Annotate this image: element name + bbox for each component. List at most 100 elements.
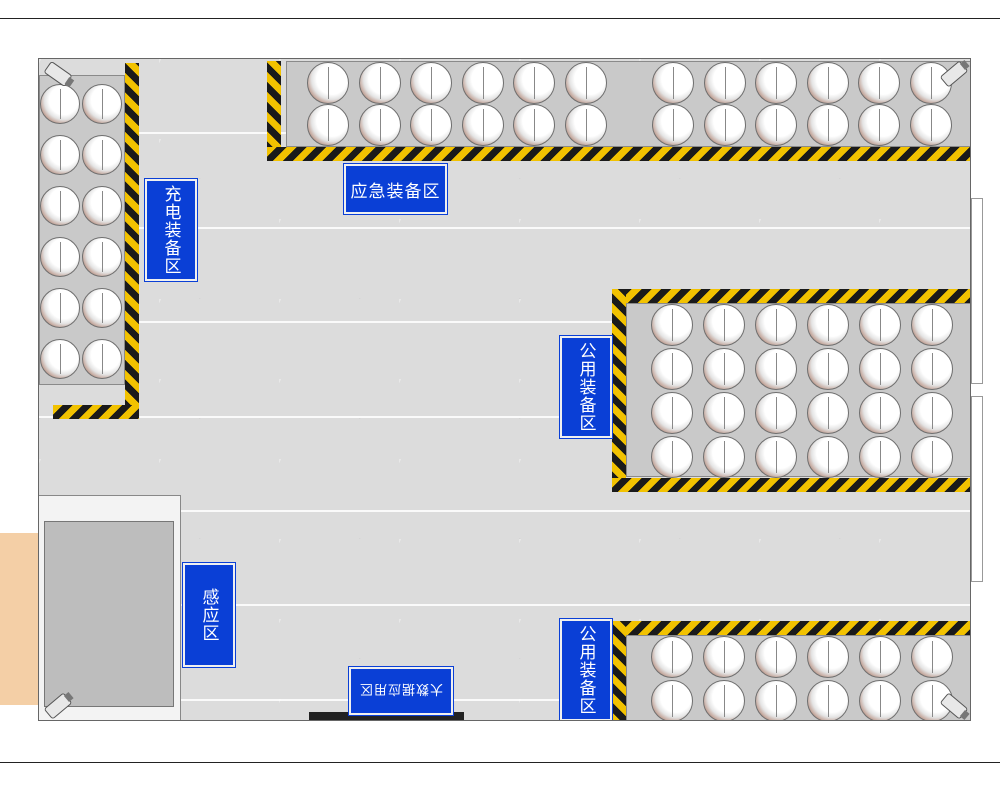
helmet-icon <box>513 62 555 104</box>
helmet-icon <box>807 348 849 390</box>
helmet-icon <box>911 436 953 478</box>
helmet-icon <box>859 680 901 720</box>
helmet-icon <box>807 680 849 720</box>
helmet-icon <box>461 104 504 146</box>
helmet-icon <box>82 237 122 277</box>
helmet-icon <box>859 348 901 390</box>
helmet-icon <box>755 636 797 678</box>
helmet-icon <box>703 680 745 720</box>
helmet-icon <box>859 304 901 346</box>
helmet-icon <box>755 392 797 434</box>
helmet-icon <box>40 237 80 277</box>
emergency-hazard-strip-horizontal <box>267 147 970 161</box>
helmet-icon <box>909 104 952 146</box>
helmet-icon <box>307 62 349 104</box>
helmet-icon <box>806 104 849 146</box>
helmet-icon <box>651 304 693 346</box>
public-1-hazard-strip-bottom <box>612 478 970 492</box>
helmet-icon <box>703 104 746 146</box>
floor-tile-line <box>39 510 970 512</box>
floor-tile-line <box>39 604 970 606</box>
right-wall-panel-upper <box>971 198 983 384</box>
public-2-hazard-strip-top <box>612 621 970 635</box>
charging-hazard-strip-vertical <box>125 63 139 419</box>
helmet-icon <box>40 339 80 379</box>
helmet-icon <box>82 84 122 124</box>
helmet-icon <box>410 104 452 146</box>
helmet-icon <box>703 392 745 434</box>
helmet-icon <box>806 62 849 104</box>
helmet-icon <box>410 62 452 104</box>
helmet-icon <box>858 62 900 104</box>
emergency-hazard-strip-vertical <box>267 61 281 161</box>
public-rack-1 <box>626 303 970 478</box>
helmet-icon <box>859 436 901 478</box>
bigdata-zone-sign: 大数据应用区 <box>348 666 454 716</box>
charging-zone-sign: 充电装备区 <box>144 178 198 282</box>
public-zone-sign-1: 公用装备区 <box>559 335 613 439</box>
helmet-icon <box>807 436 849 478</box>
public-zone-sign-2: 公用装备区 <box>559 618 613 720</box>
public-1-hazard-strip-top <box>612 289 970 303</box>
sensing-zone-sign: 感应区 <box>182 562 236 668</box>
helmet-icon <box>82 135 122 175</box>
helmet-icon <box>513 104 555 146</box>
helmet-icon <box>755 348 797 390</box>
top-border-line <box>0 18 1000 19</box>
helmet-icon <box>755 104 797 146</box>
floor-tile-line <box>39 416 970 418</box>
helmet-icon <box>651 680 693 720</box>
sensing-gate-panel <box>44 521 174 707</box>
helmet-icon <box>82 339 122 379</box>
equipment-room-floor: 充电装备区 应急装备区 公用装备区 公用装备区 感应区 大数据应用区 <box>38 58 971 721</box>
helmet-icon <box>651 436 693 478</box>
helmet-icon <box>858 104 900 146</box>
helmet-icon <box>703 636 745 678</box>
helmet-icon <box>40 84 80 124</box>
entrance-door <box>0 533 38 705</box>
helmet-icon <box>703 304 745 346</box>
helmet-icon <box>911 636 953 678</box>
helmet-icon <box>911 392 953 434</box>
floor-tile-line <box>39 321 970 323</box>
helmet-icon <box>358 104 401 146</box>
public-rack-2 <box>626 635 970 720</box>
helmet-icon <box>859 636 901 678</box>
helmet-icon <box>755 304 797 346</box>
helmet-icon <box>807 392 849 434</box>
helmet-icon <box>911 348 953 390</box>
helmet-icon <box>564 62 607 104</box>
helmet-icon <box>911 304 953 346</box>
helmet-icon <box>755 62 797 104</box>
charging-hazard-strip-horizontal <box>53 405 139 419</box>
bigdata-screen-bar <box>309 712 464 720</box>
helmet-icon <box>652 62 694 104</box>
helmet-icon <box>651 636 693 678</box>
floor-tile-line <box>39 699 970 701</box>
helmet-icon <box>755 680 797 720</box>
floor-tile-line <box>39 227 970 229</box>
helmet-icon <box>40 288 80 328</box>
public-2-hazard-strip-vertical <box>612 621 626 720</box>
helmet-icon <box>807 636 849 678</box>
helmet-icon <box>703 436 745 478</box>
helmet-icon <box>651 348 693 390</box>
helmet-icon <box>564 104 607 146</box>
helmet-icon <box>651 392 693 434</box>
helmet-icon <box>40 135 80 175</box>
helmet-icon <box>40 186 80 226</box>
helmet-icon <box>461 62 504 104</box>
right-wall-panel-lower <box>971 396 983 582</box>
helmet-icon <box>307 104 349 146</box>
helmet-icon <box>859 392 901 434</box>
helmet-icon <box>82 288 122 328</box>
helmet-icon <box>755 436 797 478</box>
helmet-icon <box>807 304 849 346</box>
helmet-icon <box>358 62 401 104</box>
charging-rack <box>39 75 125 385</box>
emergency-rack <box>286 61 970 147</box>
bottom-border-line <box>0 762 1000 763</box>
public-1-hazard-strip-vertical <box>612 289 626 491</box>
helmet-icon <box>652 104 694 146</box>
helmet-icon <box>82 186 122 226</box>
